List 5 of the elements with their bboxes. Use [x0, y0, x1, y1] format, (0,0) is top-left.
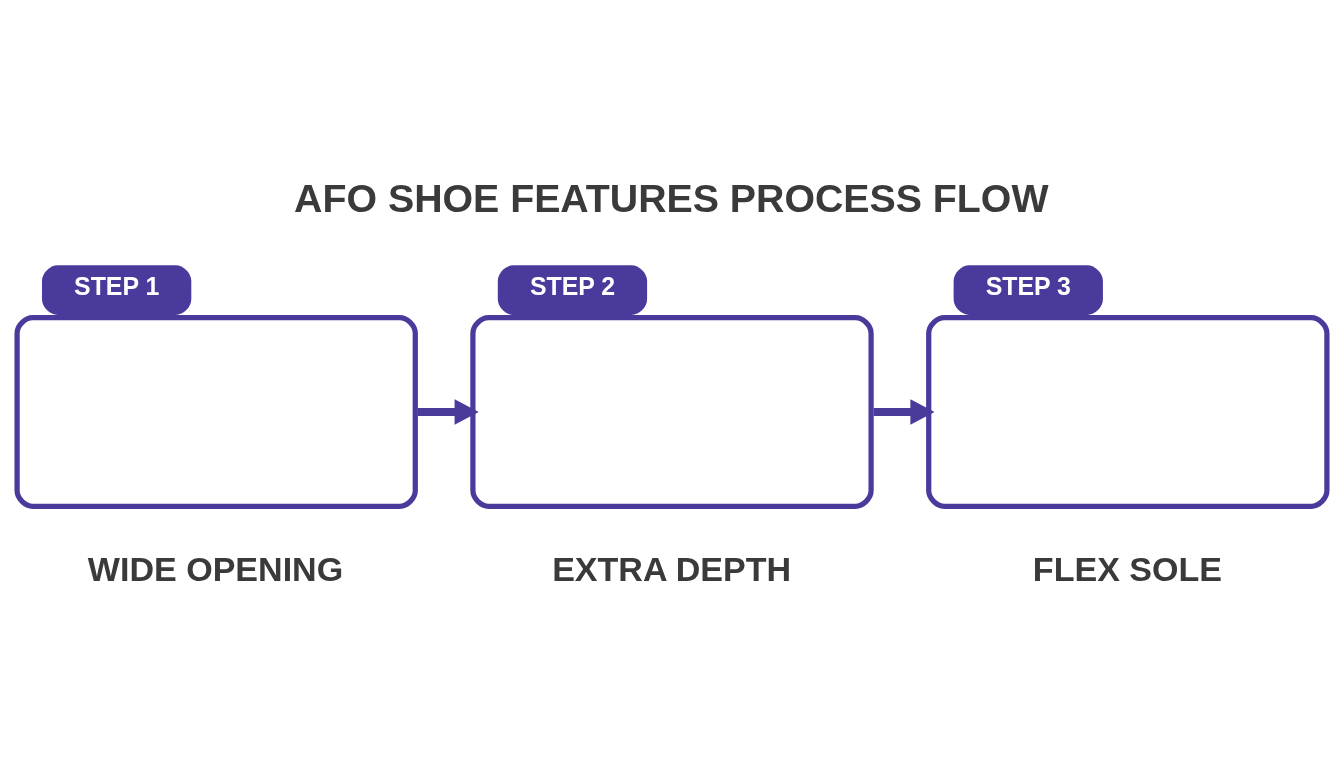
- node-label: FLEX SOLE: [1032, 549, 1223, 588]
- node-label: WIDE OPENING: [87, 549, 344, 588]
- arrow: [417, 398, 479, 425]
- diagram-title: AFO SHOE FEATURES PROCESS FLOW: [294, 175, 1049, 220]
- node-label: EXTRA DEPTH: [552, 549, 792, 588]
